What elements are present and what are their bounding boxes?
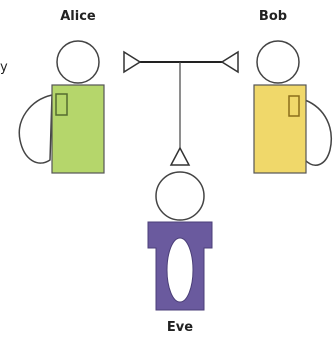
alice-port-triangle (123, 50, 142, 74)
alice-pocket (55, 93, 68, 116)
alice-label: Alice (60, 9, 96, 24)
bob-head (256, 40, 300, 84)
alice-head (56, 40, 100, 84)
bob-label: Bob (258, 9, 288, 24)
alice-body (51, 84, 105, 174)
eve-label: Eve (166, 320, 194, 335)
communication-channel (123, 50, 239, 166)
bob-pocket (288, 95, 300, 117)
eve-body-opening (166, 237, 194, 303)
bob-figure (253, 40, 332, 174)
bob-port-triangle (220, 50, 239, 74)
eve-figure (147, 171, 213, 311)
bob-arm (304, 98, 332, 166)
bob-body (253, 84, 307, 174)
eve-head (155, 171, 205, 221)
alice-figure (18, 40, 105, 174)
cropped-text: y (0, 60, 8, 75)
alice-arm (18, 94, 53, 164)
eve-tap-triangle (169, 146, 191, 166)
